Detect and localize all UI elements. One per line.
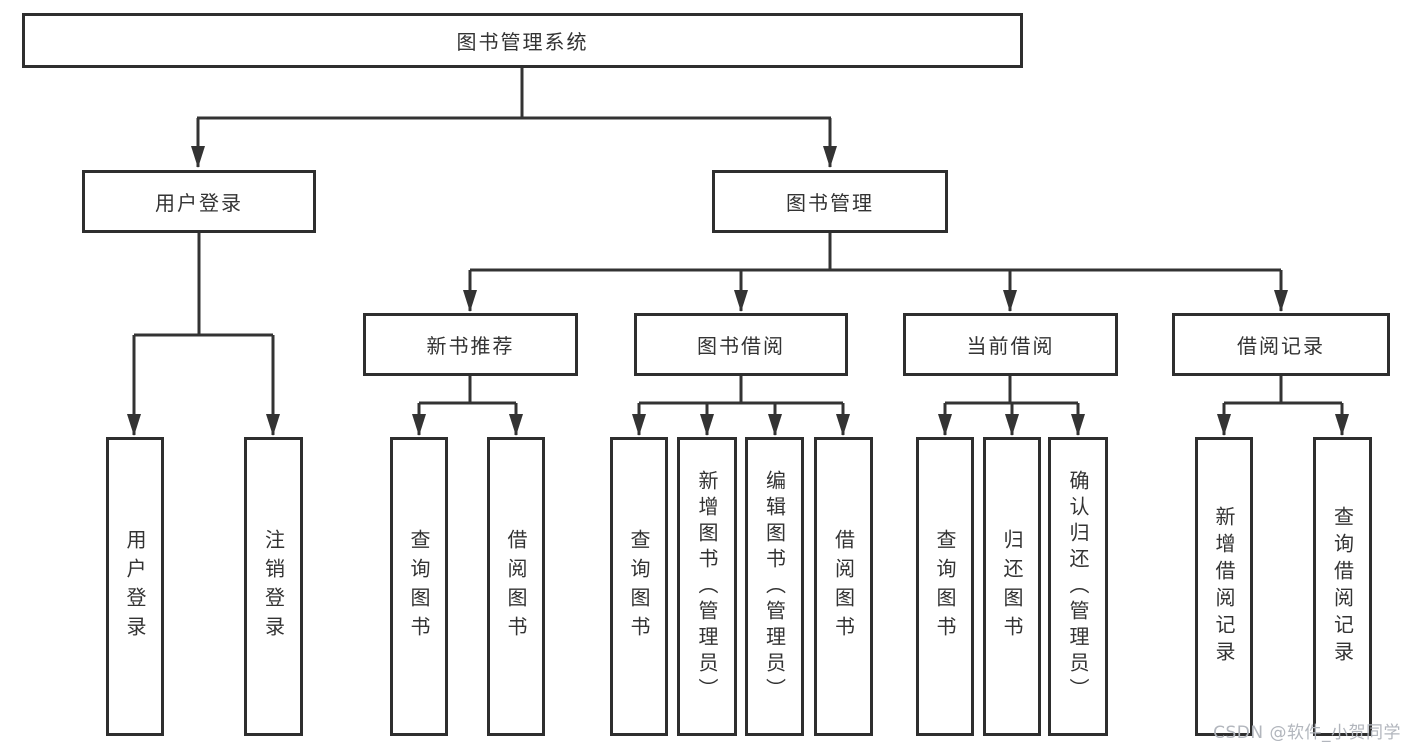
leaf-logout: 注销登录 xyxy=(244,437,303,736)
node-new-book-recommend: 新书推荐 xyxy=(363,313,578,376)
leaf-label: 查询借阅记录 xyxy=(1330,505,1355,668)
node-label: 当前借阅 xyxy=(966,334,1055,358)
node-label: 图书管理系统 xyxy=(456,30,589,54)
leaf-label: 借阅图书 xyxy=(831,528,856,645)
node-label: 借阅记录 xyxy=(1237,334,1325,358)
node-book-borrow: 图书借阅 xyxy=(634,313,848,376)
node-label: 用户登录 xyxy=(155,191,243,215)
node-label: 图书借阅 xyxy=(697,334,785,358)
node-book-management: 图书管理 xyxy=(712,170,948,233)
leaf-label: 注销登录 xyxy=(261,528,286,645)
leaf-query-books-recommend: 查询图书 xyxy=(390,437,448,736)
leaf-label: 查询图书 xyxy=(627,528,651,645)
node-current-borrow: 当前借阅 xyxy=(903,313,1118,376)
node-library-management-system: 图书管理系统 xyxy=(22,13,1023,68)
leaf-query-books-current: 查询图书 xyxy=(916,437,974,736)
node-borrow-records: 借阅记录 xyxy=(1172,313,1390,376)
leaf-label: 用户登录 xyxy=(123,528,147,645)
leaf-label: 编辑图书（管理员） xyxy=(762,469,787,704)
leaf-query-books-borrow: 查询图书 xyxy=(610,437,668,736)
leaf-label: 查询图书 xyxy=(407,528,431,645)
node-label: 新书推荐 xyxy=(426,334,515,358)
leaf-label: 查询图书 xyxy=(933,528,957,645)
leaf-query-borrow-record: 查询借阅记录 xyxy=(1313,437,1372,736)
leaf-label: 借阅图书 xyxy=(504,528,528,645)
leaf-add-borrow-record: 新增借阅记录 xyxy=(1195,437,1253,736)
leaf-return-books: 归还图书 xyxy=(983,437,1041,736)
leaf-label: 归还图书 xyxy=(1000,528,1024,645)
leaf-borrow-books: 借阅图书 xyxy=(814,437,873,736)
node-label: 图书管理 xyxy=(786,191,874,215)
csdn-watermark: CSDN @软件_小贺同学 xyxy=(1213,723,1401,743)
leaf-edit-book-admin: 编辑图书（管理员） xyxy=(745,437,804,736)
leaf-borrow-books-recommend: 借阅图书 xyxy=(487,437,545,736)
leaf-label: 确认归还（管理员） xyxy=(1066,469,1090,704)
leaf-user-login: 用户登录 xyxy=(106,437,164,736)
leaf-label: 新增借阅记录 xyxy=(1212,505,1236,668)
node-user-login: 用户登录 xyxy=(82,170,316,233)
leaf-confirm-return-admin: 确认归还（管理员） xyxy=(1048,437,1108,736)
leaf-add-book-admin: 新增图书（管理员） xyxy=(677,437,737,736)
leaf-label: 新增图书（管理员） xyxy=(695,469,719,704)
